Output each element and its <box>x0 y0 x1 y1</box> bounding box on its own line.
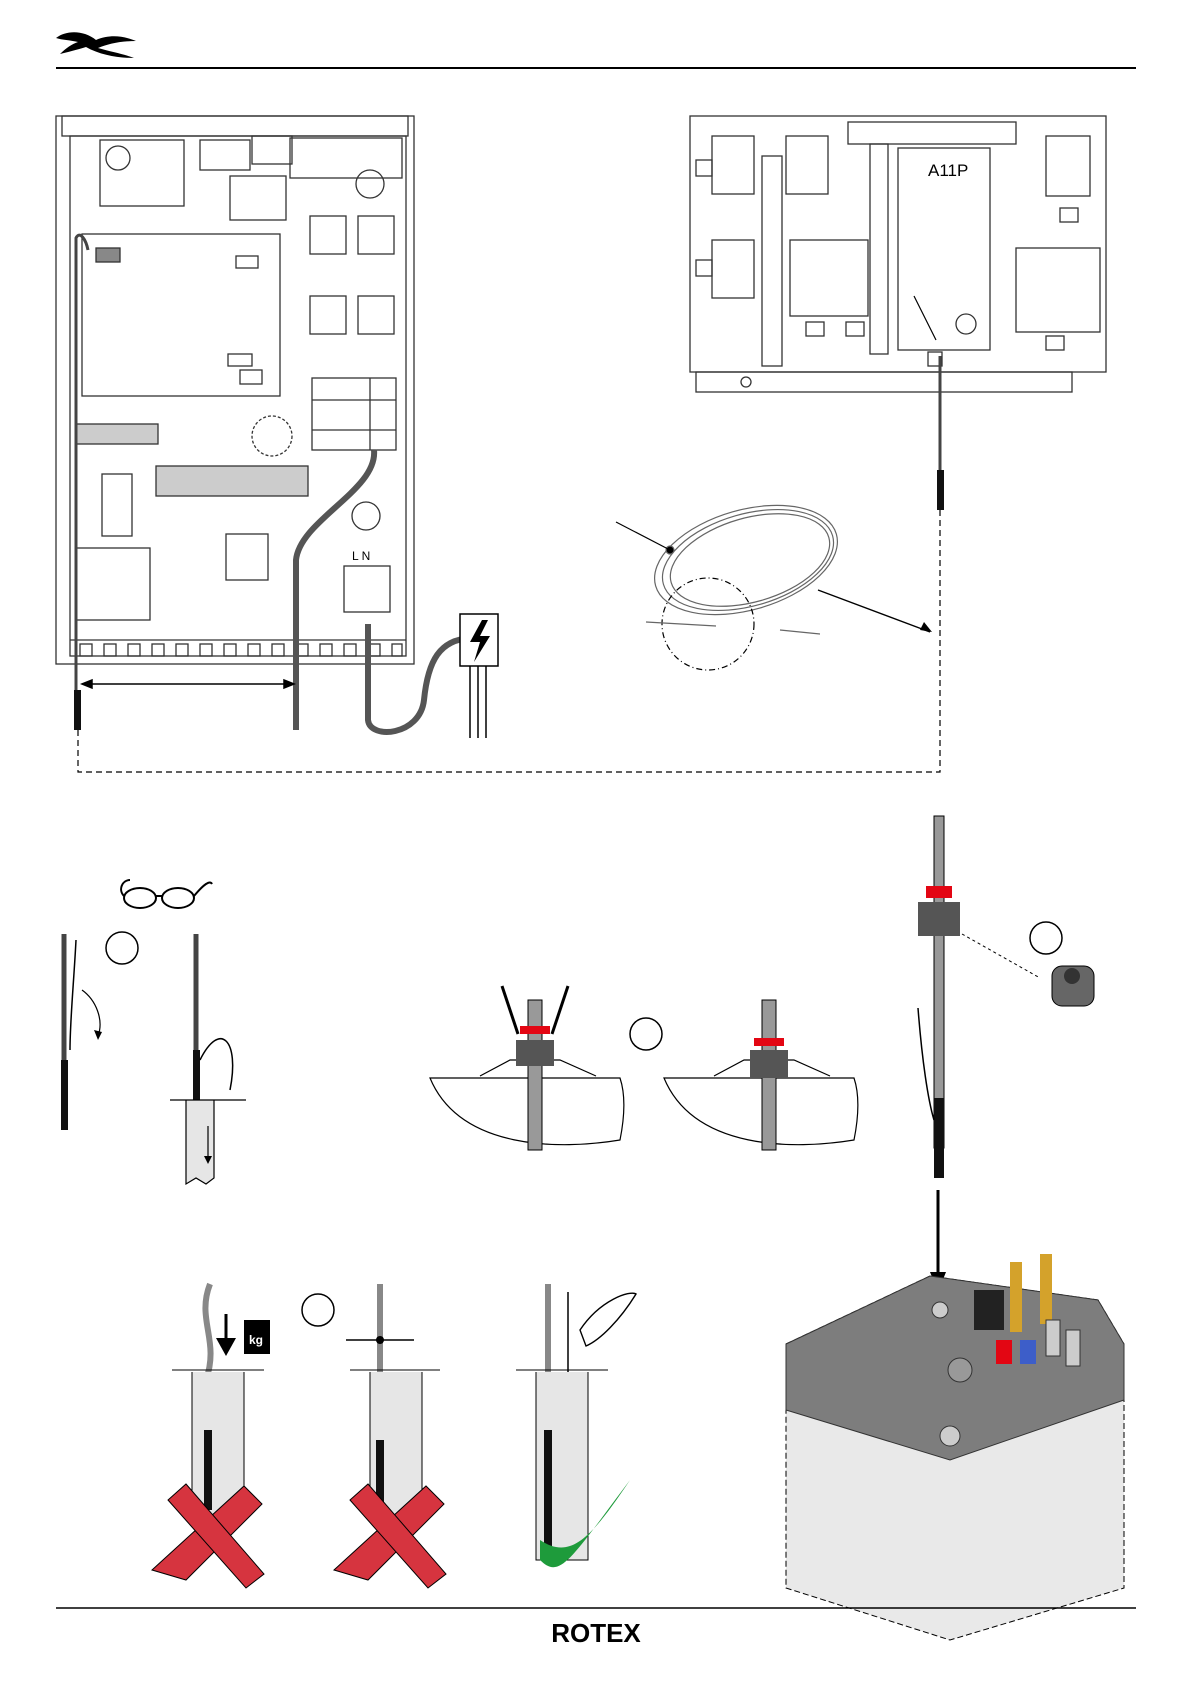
footer-brand: ROTEX <box>551 1618 641 1648</box>
coil-pointer-arrowhead <box>920 622 932 632</box>
step-marker-1 <box>106 932 138 964</box>
length-dimension <box>82 680 294 688</box>
control-box <box>56 116 414 664</box>
glasses-icon <box>121 880 212 908</box>
terminal-label: L N <box>352 549 370 563</box>
gland-detail-icon <box>1052 966 1094 1006</box>
module-label: A11P <box>928 161 968 180</box>
weight-label: kg <box>249 1333 263 1347</box>
step-marker-4 <box>302 1294 334 1326</box>
sensor-bend-step <box>61 934 102 1130</box>
sensor-pocket-wrong-2 <box>334 1284 446 1588</box>
storage-tank <box>786 1254 1124 1640</box>
indoor-unit-panel <box>690 116 1106 392</box>
sensor-with-gland <box>918 816 1040 1292</box>
sensor-pocket-wrong-1 <box>152 1370 264 1588</box>
sensor-pocket-correct <box>516 1284 636 1567</box>
gland-install-before <box>430 986 624 1150</box>
rotex-wave-logo-icon <box>56 32 136 58</box>
sensor-cable-coil <box>616 486 850 670</box>
feather-icon <box>580 1293 636 1346</box>
step-marker-2 <box>630 1018 662 1050</box>
gland-install-after <box>664 1000 858 1150</box>
sensor-insert-step <box>170 934 246 1184</box>
step-marker-3 <box>1030 922 1062 954</box>
lightning-hazard-icon <box>460 614 498 738</box>
coil-pointer <box>818 590 930 632</box>
